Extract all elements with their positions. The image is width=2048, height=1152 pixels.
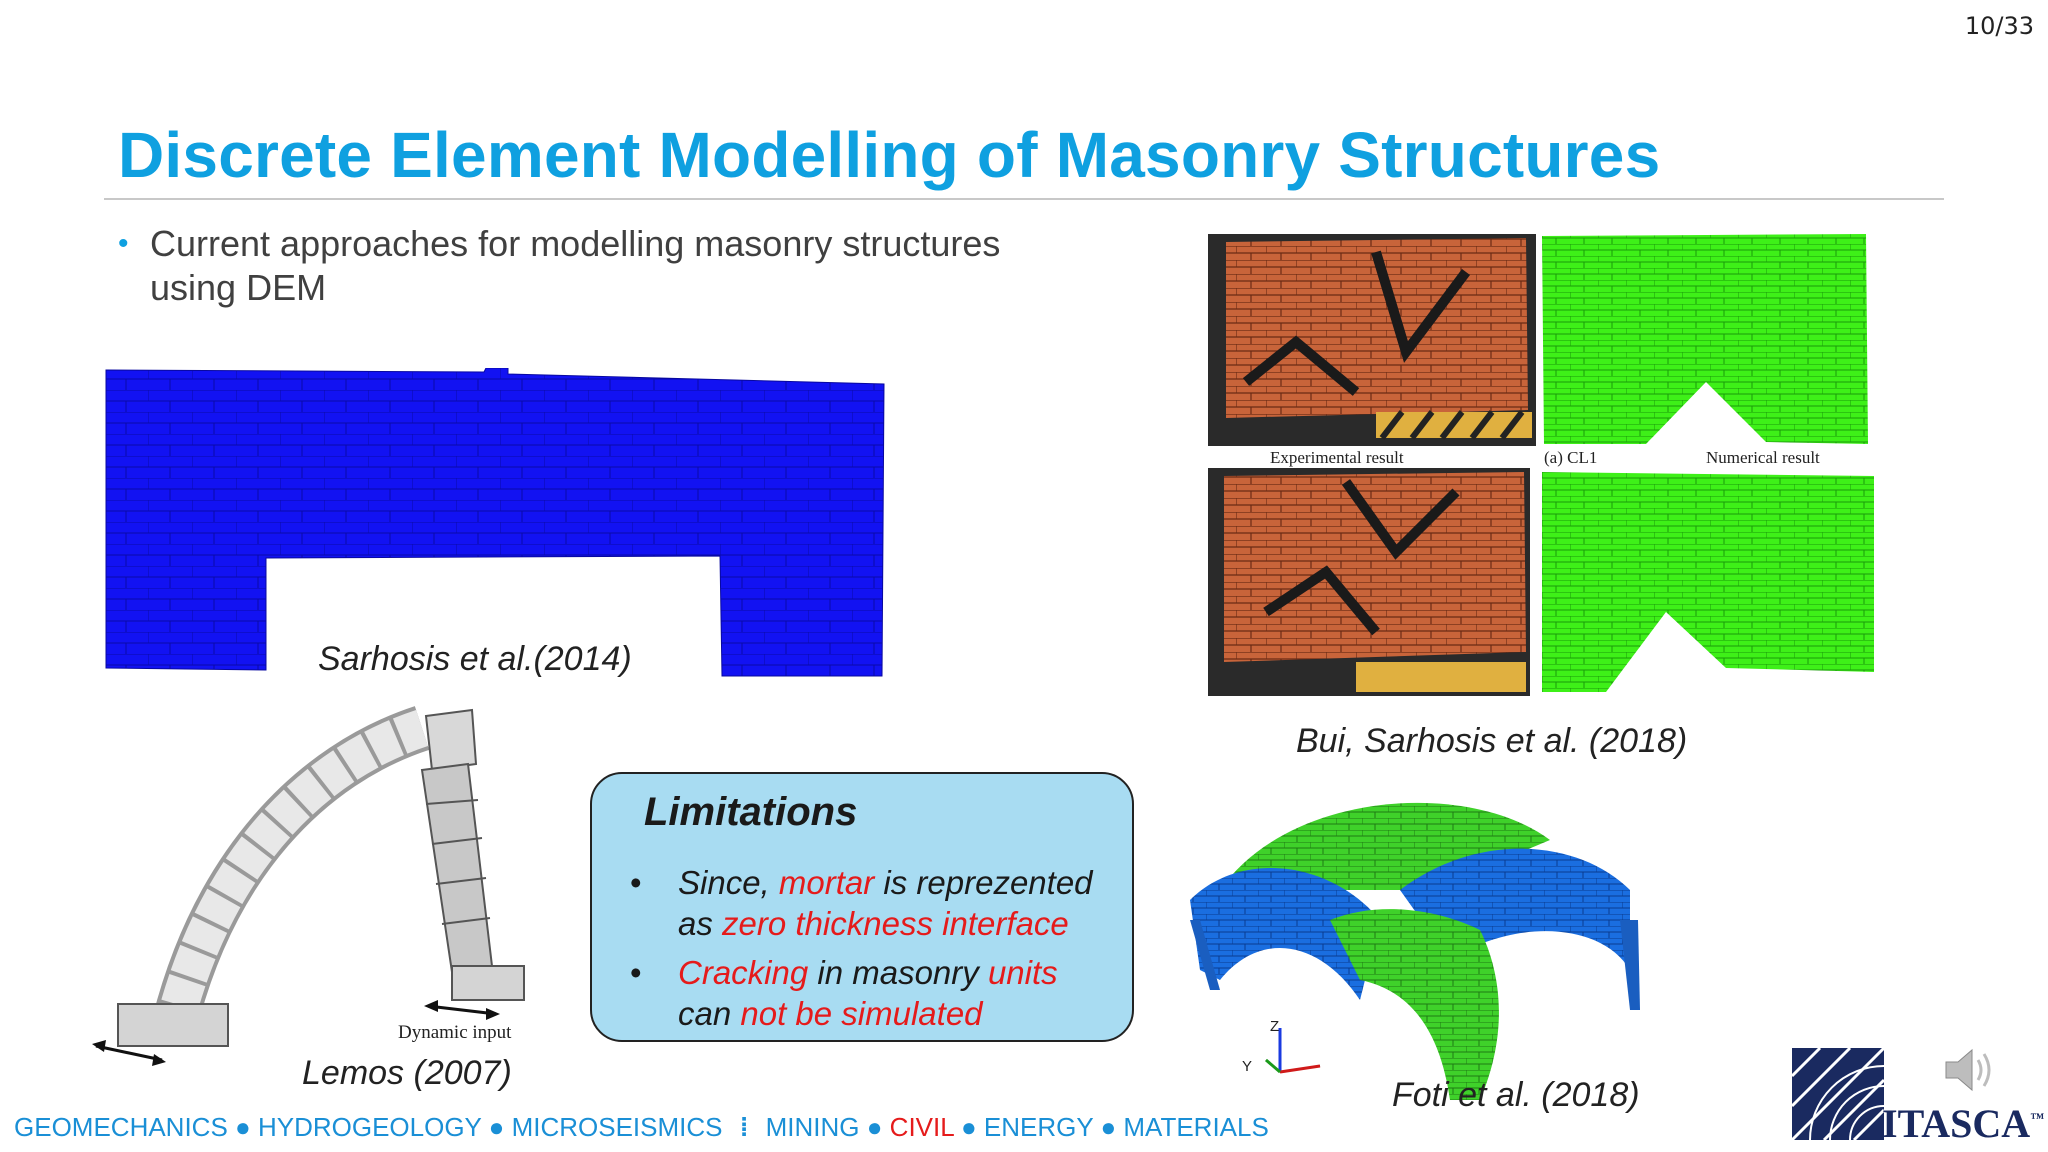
footer-right: ● ENERGY ● MATERIALS [953,1112,1269,1142]
foti-vault-figure [1190,802,1640,1100]
lim1-highlight-mortar: mortar [778,864,875,901]
lim1-text-b: is reprezented as [678,864,1093,942]
itasca-logo-text: ITASCA™ [1882,1100,2044,1147]
lim1-text-a: Since, [678,864,779,901]
footer-civil: CIVIL [889,1112,954,1142]
bui-label-numerical: Numerical result [1706,448,1820,467]
footer-mid: MINING ● [765,1112,890,1142]
limitation-bullet: • [630,864,642,901]
limitations-title: Limitations [644,790,858,834]
bui-label-experimental: Experimental result [1270,448,1404,467]
lemos-arch-figure [92,706,525,1066]
bullet-text: Current approaches for modelling masonry… [150,223,1001,308]
sarhosis-caption: Sarhosis et al.(2014) [318,640,632,678]
bullet-dot: • [118,227,129,260]
bui-wall-figure [1208,234,1874,696]
lim2-highlight-not-simulated: not be simulated [740,995,983,1032]
foti-axis-z: Z [1270,1018,1280,1035]
lim2-text-a: in masonry [808,954,988,991]
bui-label-case: (a) CL1 [1544,448,1598,467]
bui-caption: Bui, Sarhosis et al. (2018) [1296,722,1688,760]
speaker-icon[interactable] [1940,1040,2000,1100]
lim2-highlight-cracking: Cracking [678,954,809,991]
sarhosis-wall-figure [105,368,885,677]
lemos-label-dynamic: Dynamic input [398,1022,512,1043]
lim1-highlight-interface: zero thickness interface [722,905,1069,942]
lemos-caption: Lemos (2007) [302,1054,512,1092]
foti-axis-y: Y [1242,1058,1253,1075]
title-divider [104,198,1944,200]
footer-disciplines: GEOMECHANICS ● HYDROGEOLOGY ● MICROSEISM… [14,1112,1269,1143]
logo-trademark: ™ [2030,1111,2045,1127]
slide-title: Discrete Element Modelling of Masonry St… [118,119,1661,191]
page-number: 10/33 [1964,12,2034,40]
limitations-box: Limitations • Since, mortar is reprezent… [590,772,1134,1042]
lim2-highlight-units: units [987,954,1058,991]
logo-wordmark: ITASCA [1882,1101,2031,1146]
limitation-text-cracking: Cracking in masonry units can not be sim… [678,952,1118,1034]
footer-separator: ⁞ [739,1112,749,1142]
itasca-logo-mark [1790,1046,1886,1142]
footer-left: GEOMECHANICS ● HYDROGEOLOGY ● MICROSEISM… [14,1112,723,1142]
foti-caption: Foti et al. (2018) [1392,1076,1640,1114]
limitation-bullet: • [630,954,642,991]
limitation-text-mortar: Since, mortar is reprezented as zero thi… [678,862,1118,944]
lim2-text-b: can [678,995,741,1032]
